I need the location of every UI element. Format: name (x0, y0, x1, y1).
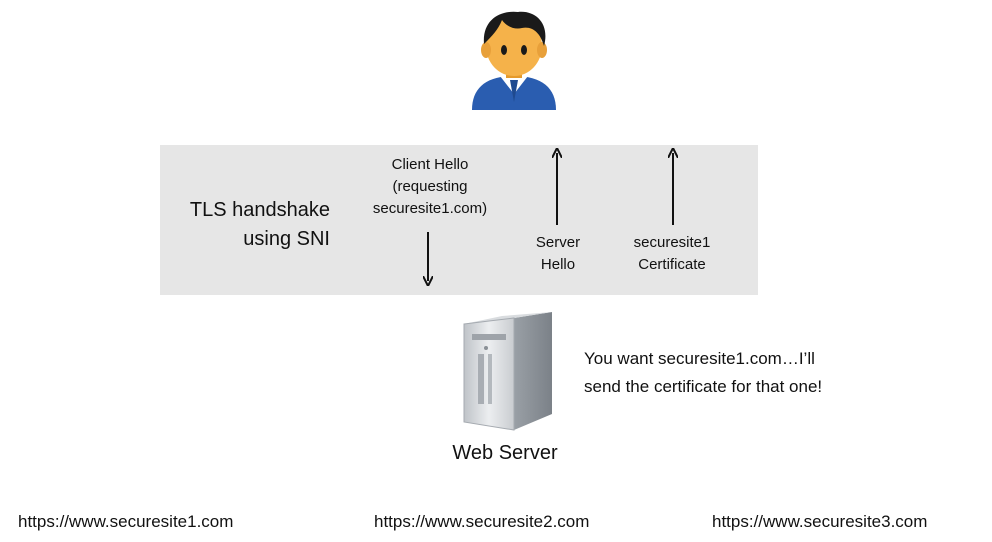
client-hello-line: securesite1.com) (372, 200, 488, 217)
server-speech-text: You want securesite1.com…I’ll send the c… (584, 345, 904, 401)
client-hello-label: Client Hello (requesting securesite1.com… (340, 154, 520, 220)
certificate-line: securesite1 (633, 234, 711, 251)
server-speech-line: You want securesite1.com…I’ll (584, 349, 815, 368)
url-securesite3: https://www.securesite3.com (712, 512, 928, 531)
handshake-title-line: using SNI (243, 228, 330, 250)
certificate-label: securesite1 Certificate (616, 232, 728, 276)
url-securesite2: https://www.securesite2.com (374, 512, 590, 531)
web-server-label: Web Server (452, 442, 558, 464)
url-securesite1: https://www.securesite1.com (18, 512, 234, 531)
server-speech-line: send the certificate for that one! (584, 377, 823, 396)
handshake-title: TLS handshake using SNI (170, 196, 330, 254)
server-hello-line: Server (535, 234, 581, 251)
server-hello-line: Hello (540, 256, 576, 273)
handshake-panel (160, 145, 758, 295)
client-hello-line: (requesting (392, 178, 468, 195)
user-avatar-icon (472, 11, 556, 110)
server-hello-label: Server Hello (520, 232, 596, 276)
certificate-line: Certificate (638, 256, 706, 273)
client-hello-line: Client Hello (391, 156, 469, 173)
handshake-title-line: TLS handshake (189, 199, 330, 221)
server-tower-icon (463, 312, 552, 431)
